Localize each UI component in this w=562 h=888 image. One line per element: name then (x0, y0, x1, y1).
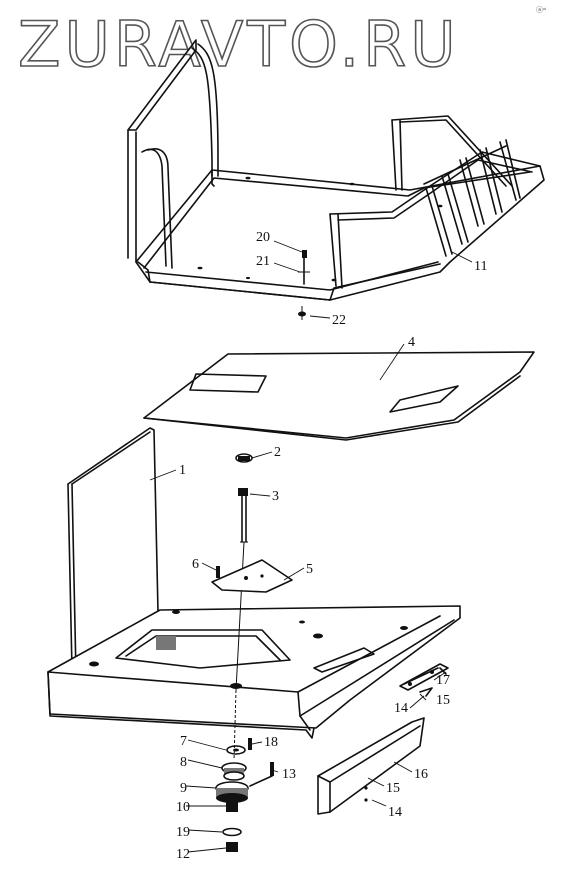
watermark-text: ZURAVTO.RU (18, 8, 460, 81)
pin-part-18 (248, 738, 252, 750)
callout-1: 1 (179, 463, 186, 478)
clip-part-15-upper (419, 687, 433, 697)
callout-5: 5 (306, 562, 313, 577)
screw-part-6 (216, 566, 220, 578)
callout-16: 16 (414, 767, 428, 782)
nut-part-2 (235, 453, 253, 463)
callout-14-lower: 14 (388, 805, 402, 820)
callout-20: 20 (256, 230, 270, 245)
callout-10: 10 (176, 800, 190, 815)
callout-11: 11 (474, 259, 487, 274)
leader-lines (149, 240, 473, 853)
callout-22: 22 (332, 313, 346, 328)
washer-part-7 (226, 745, 246, 755)
callout-15-upper: 15 (436, 693, 450, 708)
bracket-plate-part-5 (211, 559, 293, 593)
callout-4: 4 (408, 335, 415, 350)
cover-plate-part-4 (143, 351, 535, 441)
washer-part-19 (222, 827, 242, 837)
callout-3: 3 (272, 489, 279, 504)
nut-part-12 (226, 842, 238, 852)
callout-18: 18 (264, 735, 278, 750)
panel-part-16 (317, 717, 425, 815)
callout-13: 13 (282, 767, 296, 782)
bolt-part-3 (235, 488, 248, 691)
callout-6: 6 (192, 557, 199, 572)
bolt-assembly-20-21-22 (298, 250, 310, 320)
callout-12: 12 (176, 847, 190, 862)
upper-frame-part-11 (127, 39, 545, 301)
callout-17: 17 (436, 673, 450, 688)
mount-part-9 (215, 781, 249, 803)
callout-19: 19 (176, 825, 190, 840)
callout-9: 9 (180, 781, 187, 796)
base-part-1 (47, 427, 461, 739)
sleeve-part-10 (226, 800, 238, 812)
corner-mark: ⓐᵃᵗ (536, 6, 547, 14)
callout-8: 8 (180, 755, 187, 770)
callout-labels: 20 21 22 11 4 1 2 3 6 5 17 15 14 16 15 1… (176, 230, 487, 862)
callout-2: 2 (274, 445, 281, 460)
bushing-part-8 (221, 762, 247, 781)
callout-7: 7 (180, 734, 187, 749)
bracket-part-17 (399, 663, 449, 691)
callout-15-lower: 15 (386, 781, 400, 796)
callout-21: 21 (256, 254, 270, 269)
screw-part-13 (249, 762, 274, 787)
callout-14-upper: 14 (394, 701, 408, 716)
